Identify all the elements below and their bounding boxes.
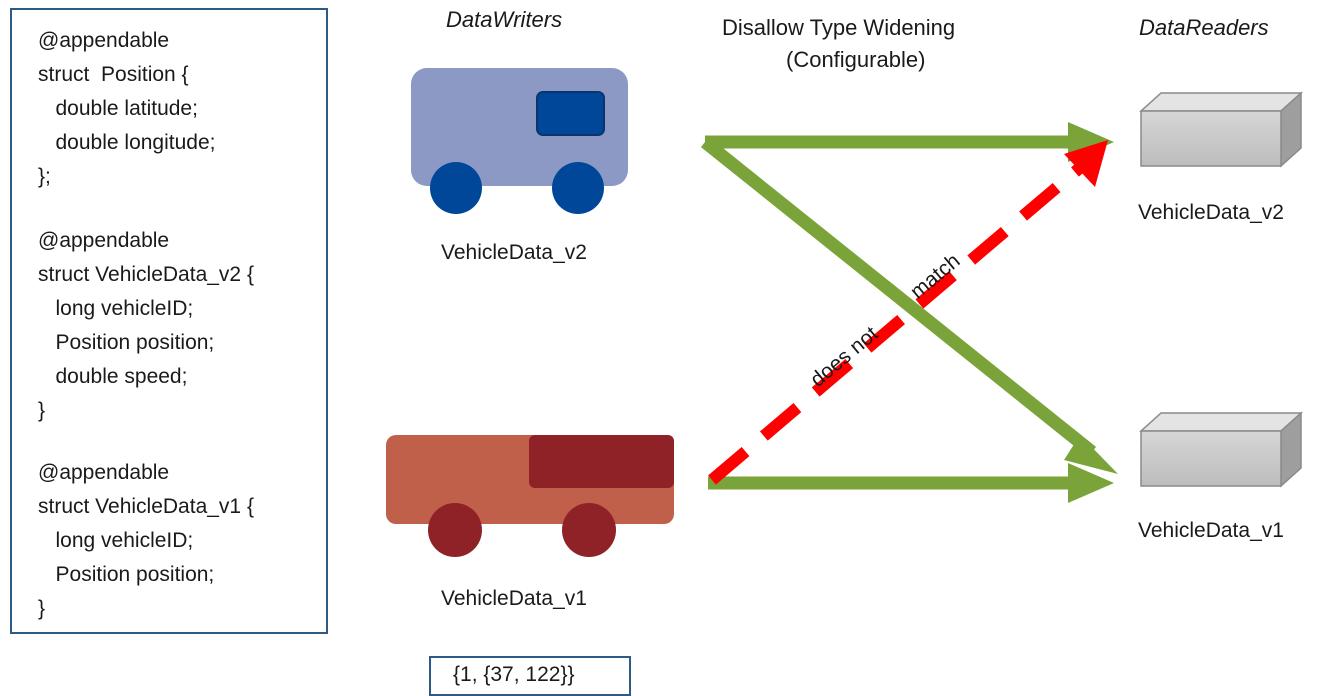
reader-v2-label: VehicleData_v2 [1138,201,1284,224]
type-compatibility-diagram [386,68,1303,557]
policy-heading-line1: Disallow Type Widening [722,15,956,40]
code-line: }; [38,165,51,188]
writer-v2-label: VehicleData_v2 [441,241,587,264]
code-line: double latitude; [38,97,198,120]
code-line: } [38,597,46,620]
type-definitions-panel: @appendable struct Position { double lat… [10,8,328,634]
sample-value: {1, {37, 122}} [453,663,575,686]
code-line: Position position; [38,331,215,354]
code-line: @appendable [38,29,170,52]
datareaders-heading: DataReaders [1139,15,1269,40]
reader-v1-box-icon [1139,411,1303,488]
match-arrow-v1-to-v1 [708,463,1114,503]
code-line: long vehicleID; [38,529,194,552]
writer-v1-label: VehicleData_v1 [441,587,587,610]
code-line: } [38,399,46,422]
no-match-arrow-v1-to-v2 [708,140,1108,485]
code-line: struct VehicleData_v2 { [38,263,254,286]
match-arrow-v2-to-v1 [700,136,1118,474]
code-line: Position position; [38,563,215,586]
match-arrow-v2-to-v2 [705,122,1114,162]
policy-heading-line2: (Configurable) [786,47,926,72]
reader-v2-box-icon [1139,91,1303,168]
datawriters-heading: DataWriters [446,7,563,32]
writer-v2-truck-icon [411,68,628,214]
code-line: struct Position { [38,63,189,86]
writer-v1-truck-icon [386,435,674,557]
code-line: @appendable [38,461,170,484]
code-line: long vehicleID; [38,297,194,320]
code-line: @appendable [38,229,170,252]
code-line: double longitude; [38,131,216,154]
sample-value-box: {1, {37, 122}} [429,656,631,696]
reader-v1-label: VehicleData_v1 [1138,519,1284,542]
code-line: struct VehicleData_v1 { [38,495,254,518]
code-line: double speed; [38,365,188,388]
